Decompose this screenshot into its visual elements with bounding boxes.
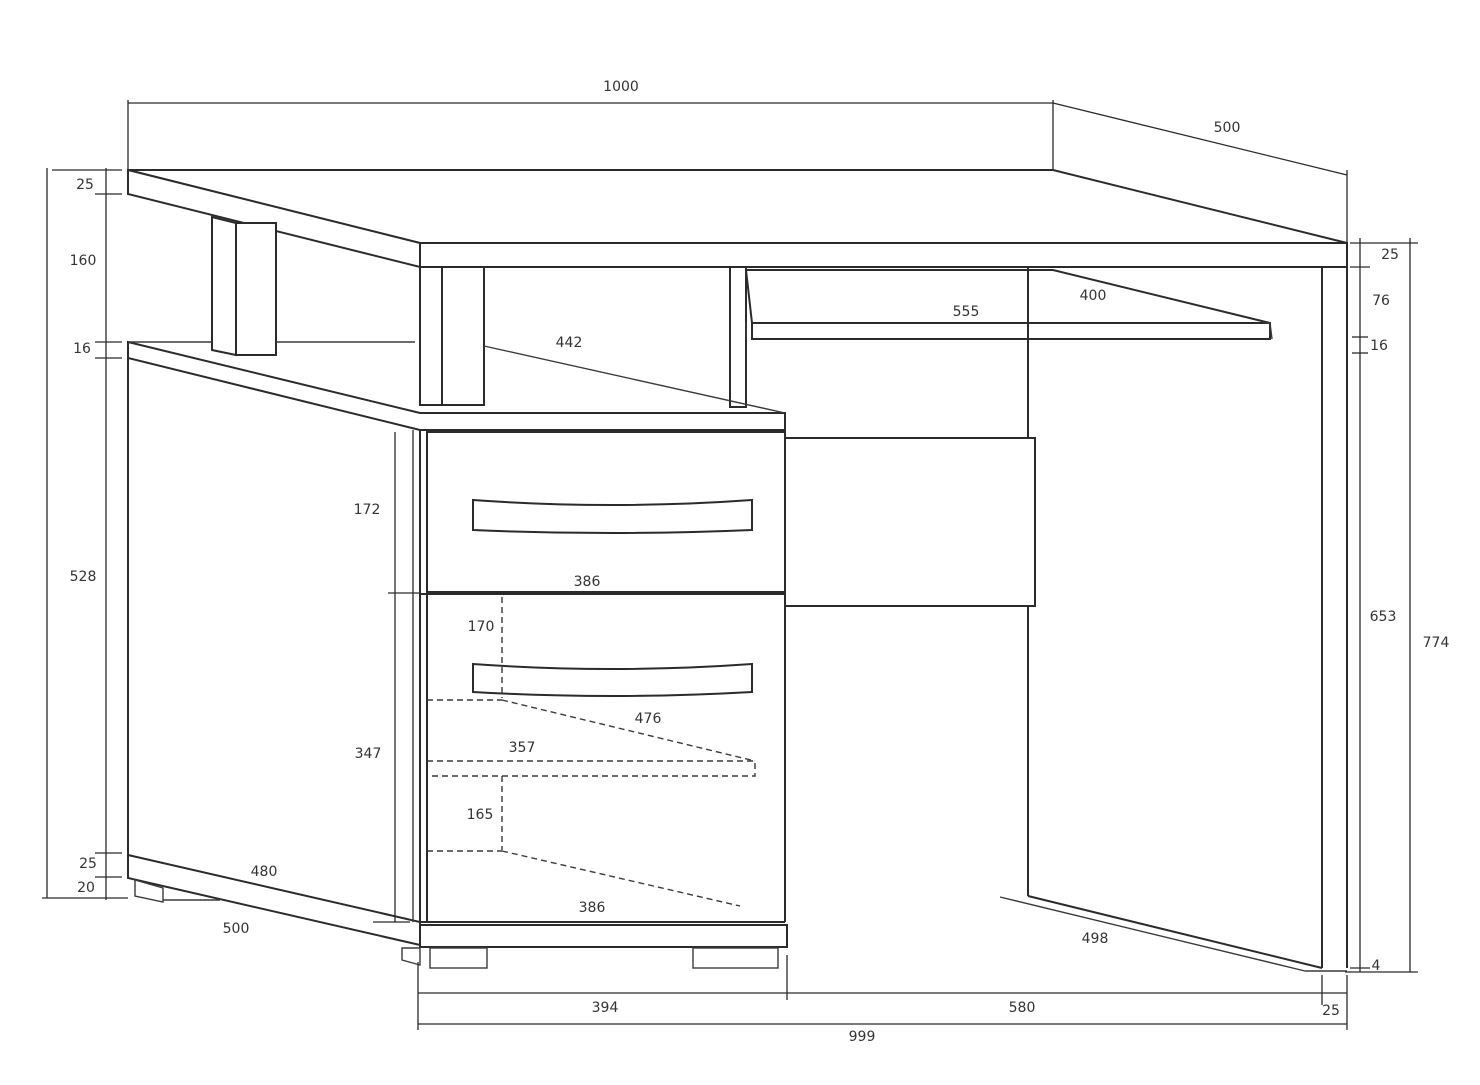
dim-floor-gap-right: 4 [1371, 958, 1381, 974]
dim-leg-height-right: 653 [1369, 609, 1397, 625]
dim-shelf-depth: 442 [555, 335, 583, 351]
pedestal-body [127, 358, 788, 969]
dim-inner-lower-height: 165 [466, 807, 494, 823]
dim-keyboard-tray-width: 555 [952, 304, 980, 320]
dim-right-leg-depth: 498 [1081, 931, 1109, 947]
dim-overall-depth: 500 [1213, 120, 1241, 136]
dim-inner-shelf-depth: 476 [634, 711, 662, 727]
upper-supports [211, 215, 747, 408]
dim-tray-gap-right: 76 [1372, 293, 1390, 309]
dim-keyboard-tray-depth: 400 [1079, 288, 1107, 304]
dim-bottom-opening-width: 580 [1008, 1000, 1036, 1016]
dim-bottom-overall-width: 999 [848, 1029, 876, 1045]
right-leg-panel [999, 267, 1348, 972]
dim-plinth-height-left: 25 [79, 856, 97, 872]
drawer-handles [472, 498, 753, 697]
dim-pedestal-height-left: 528 [69, 569, 97, 585]
dim-top-drawer-width: 386 [573, 574, 601, 590]
dim-lower-drawer-width: 386 [578, 900, 606, 916]
dim-tray-thickness-right: 16 [1370, 338, 1388, 354]
dim-inner-shelf-width: 357 [508, 740, 536, 756]
dim-upper-gap-left: 160 [69, 253, 97, 269]
hidden-interior-lines [427, 597, 756, 907]
dim-bottom-leg-thickness: 25 [1322, 1003, 1340, 1019]
dim-pedestal-side-depth: 480 [250, 864, 278, 880]
dimension-lines [42, 100, 1418, 1030]
dim-inner-upper-height: 170 [467, 619, 495, 635]
modesty-panel [784, 437, 1036, 607]
dim-top-thickness-left: 25 [76, 177, 94, 193]
dim-top-drawer-height: 172 [353, 502, 381, 518]
dim-shelf-thickness-left: 16 [73, 341, 91, 357]
keyboard-tray [744, 269, 1273, 340]
dim-overall-width: 1000 [603, 79, 639, 95]
dim-pedestal-base-depth: 500 [222, 921, 250, 937]
dim-overall-height: 774 [1422, 635, 1450, 651]
dim-top-thickness-right: 25 [1381, 247, 1399, 263]
dim-foot-height-left: 20 [77, 880, 95, 896]
desktop [127, 168, 1348, 269]
dim-lower-drawer-height: 347 [354, 746, 382, 762]
dim-bottom-pedestal-width: 394 [591, 1000, 619, 1016]
